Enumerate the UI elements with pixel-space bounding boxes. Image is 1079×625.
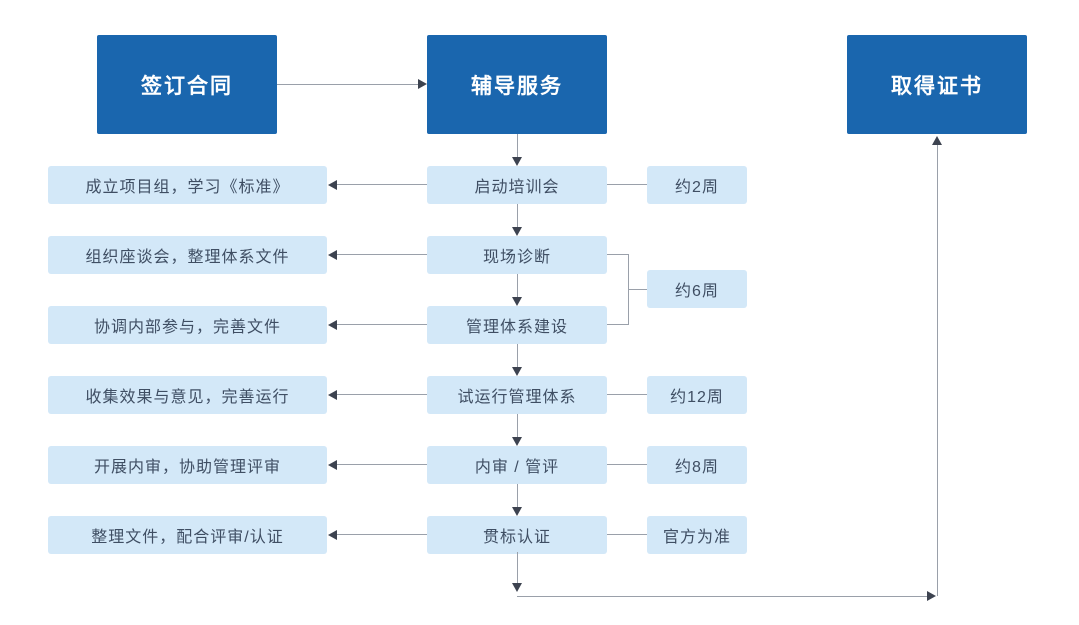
- arrow-down-icon: [512, 227, 522, 236]
- bracket-step2-stub-line: [607, 254, 628, 255]
- arrow-left-icon: [328, 320, 337, 330]
- arrow-down-icon: [512, 367, 522, 376]
- connector-step3-to-step4-line: [517, 344, 518, 367]
- step-label: 贯标认证: [482, 529, 551, 546]
- arrow-down-icon: [512, 583, 522, 592]
- connector-step4-to-duration-line: [607, 394, 647, 395]
- duration-label: 约12周: [670, 389, 724, 406]
- step-box-trial-run: 试运行管理体系: [427, 376, 607, 414]
- arrow-down-icon: [512, 157, 522, 166]
- arrow-left-icon: [328, 180, 337, 190]
- arrow-up-icon: [932, 136, 942, 145]
- connector-cert-down-line: [517, 552, 518, 583]
- duration-box-8-weeks: 约8周: [647, 446, 747, 484]
- stage-box-obtain-certificate: 取得证书: [847, 35, 1027, 134]
- deliverable-label: 组织座谈会，整理体系文件: [85, 249, 290, 266]
- duration-box-2-weeks: 约2周: [647, 166, 747, 204]
- duration-label: 约8周: [675, 459, 719, 476]
- step-box-onsite-diagnosis: 现场诊断: [427, 236, 607, 274]
- step-box-certification: 贯标认证: [427, 516, 607, 554]
- duration-label: 约6周: [675, 283, 719, 300]
- step-label: 现场诊断: [482, 249, 551, 266]
- connector-step4-to-deliverable-line: [337, 394, 427, 395]
- connector-up-to-certificate-line: [937, 145, 938, 596]
- arrow-down-icon: [512, 297, 522, 306]
- arrow-left-icon: [328, 530, 337, 540]
- arrow-left-icon: [328, 460, 337, 470]
- connector-bottom-horizontal-line: [517, 596, 927, 597]
- connector-step6-to-deliverable-line: [337, 534, 427, 535]
- connector-step2-to-deliverable-line: [337, 254, 427, 255]
- arrow-down-icon: [512, 437, 522, 446]
- bracket-to-duration-line: [628, 289, 647, 290]
- connector-step5-to-deliverable-line: [337, 464, 427, 465]
- deliverable-label: 整理文件，配合评审/认证: [91, 529, 284, 546]
- connector-step6-to-duration-line: [607, 534, 647, 535]
- connector-step5-to-duration-line: [607, 464, 647, 465]
- duration-box-official: 官方为准: [647, 516, 747, 554]
- deliverable-label: 协调内部参与，完善文件: [93, 319, 281, 336]
- step-box-internal-audit: 内审 / 管评: [427, 446, 607, 484]
- arrow-right-icon: [418, 79, 427, 89]
- connector-step2-to-step3-line: [517, 274, 518, 297]
- deliverable-label: 收集效果与意见，完善运行: [85, 389, 290, 406]
- step-box-kickoff-training: 启动培训会: [427, 166, 607, 204]
- duration-label: 约2周: [675, 179, 719, 196]
- deliverable-box-6: 整理文件，配合评审/认证: [48, 516, 327, 554]
- step-label: 试运行管理体系: [457, 389, 577, 406]
- deliverable-box-4: 收集效果与意见，完善运行: [48, 376, 327, 414]
- connector-step5-to-step6-line: [517, 484, 518, 507]
- deliverable-box-2: 组织座谈会，整理体系文件: [48, 236, 327, 274]
- arrow-down-icon: [512, 507, 522, 516]
- bracket-step3-stub-line: [607, 324, 628, 325]
- arrow-left-icon: [328, 390, 337, 400]
- arrow-left-icon: [328, 250, 337, 260]
- stage-label-obtain-certificate: 取得证书: [891, 74, 983, 98]
- connector-sign-to-coach-line: [277, 84, 418, 85]
- deliverable-box-3: 协调内部参与，完善文件: [48, 306, 327, 344]
- stage-label-coaching-service: 辅导服务: [471, 74, 563, 98]
- duration-label: 官方为准: [662, 529, 731, 546]
- duration-box-6-weeks: 约6周: [647, 270, 747, 308]
- stage-box-sign-contract: 签订合同: [97, 35, 277, 134]
- connector-step1-to-step2-line: [517, 204, 518, 227]
- step-label: 管理体系建设: [465, 319, 568, 336]
- connector-step3-to-deliverable-line: [337, 324, 427, 325]
- connector-step1-to-duration-line: [607, 184, 647, 185]
- connector-step1-to-deliverable-line: [337, 184, 427, 185]
- connector-step4-to-step5-line: [517, 414, 518, 437]
- step-label: 内审 / 管评: [474, 459, 560, 476]
- deliverable-box-5: 开展内审，协助管理评审: [48, 446, 327, 484]
- connector-coach-to-step1-line: [517, 134, 518, 157]
- duration-box-12-weeks: 约12周: [647, 376, 747, 414]
- stage-label-sign-contract: 签订合同: [141, 74, 233, 98]
- deliverable-label: 开展内审，协助管理评审: [93, 459, 281, 476]
- step-box-system-building: 管理体系建设: [427, 306, 607, 344]
- arrow-right-icon: [927, 591, 936, 601]
- stage-box-coaching-service: 辅导服务: [427, 35, 607, 134]
- deliverable-box-1: 成立项目组，学习《标准》: [48, 166, 327, 204]
- deliverable-label: 成立项目组，学习《标准》: [85, 179, 290, 196]
- step-label: 启动培训会: [474, 179, 560, 196]
